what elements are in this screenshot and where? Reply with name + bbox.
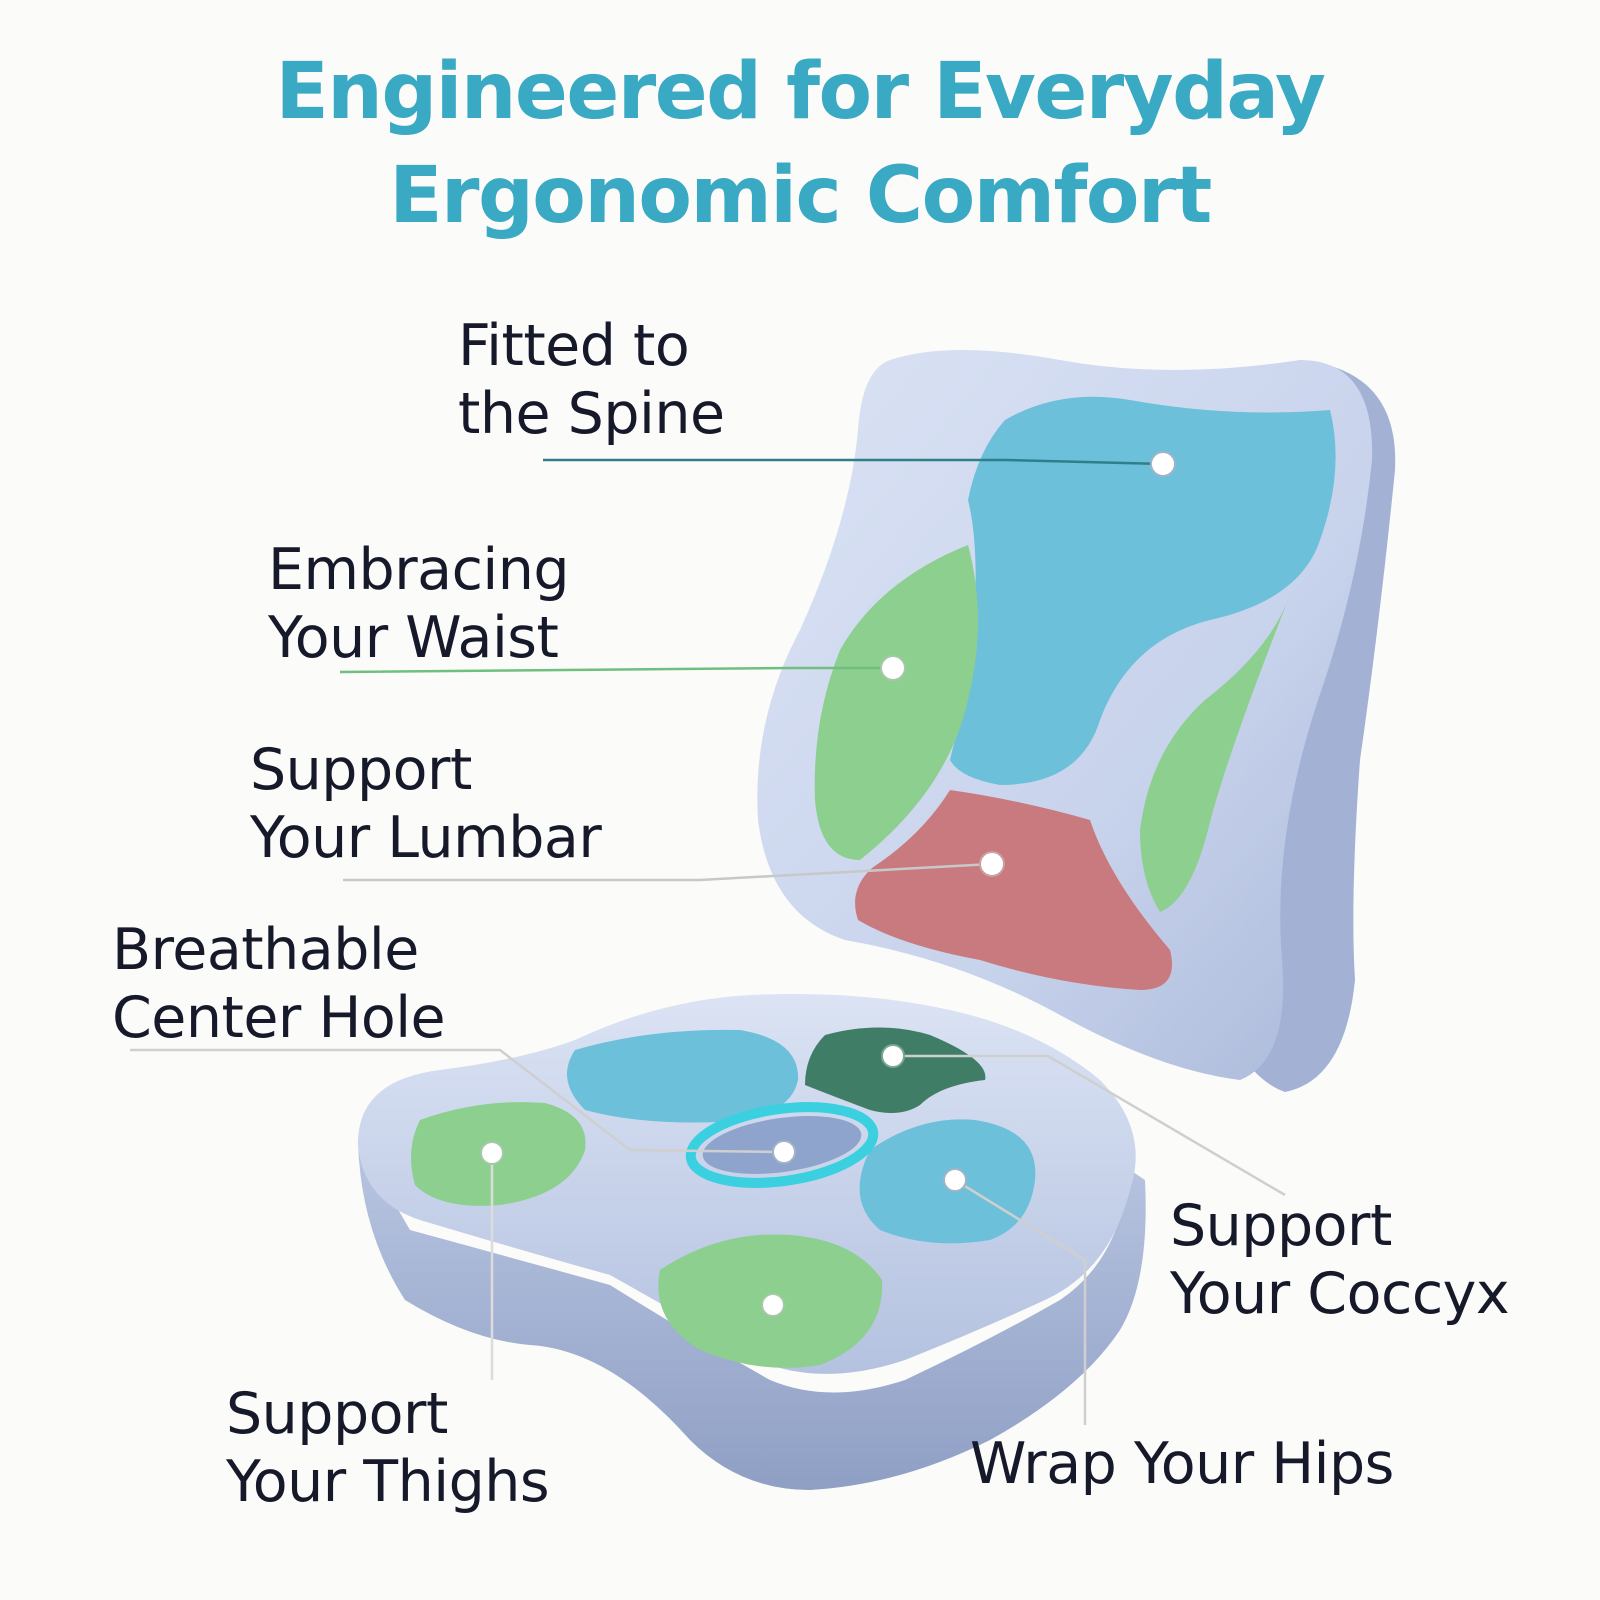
leader-hips xyxy=(954,1178,1087,1425)
label-hole-line-1: Breathable xyxy=(112,917,419,983)
label-thighs: Support Your Thighs xyxy=(226,1380,550,1516)
label-coccyx-line-1: Support xyxy=(1170,1193,1392,1259)
zone-waist-left xyxy=(814,545,978,860)
center-hole-glow xyxy=(685,1102,879,1188)
label-lumbar-line-1: Support xyxy=(250,737,472,803)
label-coccyx-line-2: Your Coccyx xyxy=(1170,1261,1510,1327)
page-title: Engineered for Everyday Ergonomic Comfor… xyxy=(0,40,1600,248)
label-waist: Embracing Your Waist xyxy=(268,536,570,672)
label-spine: Fitted to the Spine xyxy=(458,312,725,448)
label-lumbar-line-2: Your Lumbar xyxy=(250,805,602,871)
label-waist-line-2: Your Waist xyxy=(268,605,559,671)
zone-spine xyxy=(950,396,1336,785)
zone-seat-back xyxy=(567,1029,799,1123)
marker-spine xyxy=(1150,451,1176,477)
marker-hole xyxy=(772,1140,796,1164)
leader-lumbar xyxy=(343,862,993,882)
leader-spine xyxy=(543,458,1163,466)
label-coccyx: Support Your Coccyx xyxy=(1170,1192,1510,1328)
label-lumbar: Support Your Lumbar xyxy=(250,736,602,872)
title-line-1: Engineered for Everyday xyxy=(275,47,1326,137)
label-waist-line-1: Embracing xyxy=(268,537,570,603)
leader-lines xyxy=(130,458,1286,1425)
leader-waist xyxy=(339,666,893,674)
zone-lumbar xyxy=(855,790,1172,990)
back-cushion xyxy=(757,350,1396,1092)
leader-coccyx xyxy=(893,1054,1286,1197)
label-hips: Wrap Your Hips xyxy=(970,1430,1394,1498)
label-spine-line-1: Fitted to xyxy=(458,313,690,379)
marker-thigh-front xyxy=(761,1293,785,1317)
leader-hole xyxy=(130,1048,785,1154)
marker-lumbar xyxy=(979,851,1005,877)
label-hole-line-2: Center Hole xyxy=(112,985,446,1051)
zone-coccyx xyxy=(805,1027,986,1114)
seat-cushion-side xyxy=(358,1140,1146,1490)
title-line-2: Ergonomic Comfort xyxy=(389,151,1212,241)
label-thighs-line-2: Your Thighs xyxy=(226,1449,550,1515)
label-thighs-line-1: Support xyxy=(226,1381,448,1447)
marker-thigh-left xyxy=(480,1141,504,1165)
label-spine-line-2: the Spine xyxy=(458,381,725,447)
zone-waist-right xyxy=(1140,595,1290,912)
marker-waist xyxy=(880,655,906,681)
label-hole: Breathable Center Hole xyxy=(112,916,446,1052)
marker-hip xyxy=(943,1168,967,1192)
marker-coccyx xyxy=(881,1044,905,1068)
marker-dots xyxy=(480,451,1176,1317)
label-hips-line-1: Wrap Your Hips xyxy=(970,1431,1394,1497)
